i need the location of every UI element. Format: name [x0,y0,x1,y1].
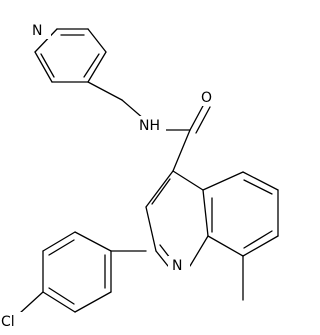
molecule-structure: N NH O N Cl [0,21,279,330]
pyridine-ring [34,28,107,83]
amide-linker [87,81,211,172]
bond [189,235,209,267]
bond [155,250,169,267]
label-backing [168,256,190,274]
double-bond [243,179,273,195]
label-backing [136,116,166,134]
label-backing [29,21,51,39]
bond [42,231,76,252]
chlorophenyl-ring [19,231,147,314]
carbonyl-oxygen-label: O [201,90,212,106]
bond [87,81,123,101]
bond [19,291,44,314]
bond [121,99,145,120]
bond [74,231,112,252]
double-bond [195,106,211,134]
bond [145,206,157,252]
label-backing [0,312,26,330]
bond [74,291,112,313]
quinoline-pyridine-ring [145,170,209,267]
bond [242,235,279,257]
bond [87,51,107,83]
label-backing [199,88,217,106]
quinoline-nitrogen-label: N [172,258,182,274]
pyridine-nitrogen-label: N [32,23,42,39]
bond [172,170,204,191]
bond [207,235,244,257]
double-bond [48,287,75,305]
bond [202,171,244,191]
double-bond [151,178,171,205]
bond [202,189,209,237]
double-bond [40,53,55,78]
bond [34,28,58,53]
bond [242,171,279,191]
amide-nh-label: NH [139,118,160,134]
bond [87,28,107,53]
bond [145,170,174,208]
double-bond [243,230,273,249]
atom-labels: N NH O N Cl [0,21,217,330]
double-bond [159,244,171,259]
bond [34,51,53,83]
bond [172,129,191,172]
double-bond [189,103,205,131]
quinoline-benzo-ring [202,171,279,301]
bond [42,291,76,313]
double-bond [48,239,75,256]
double-bond [83,53,100,78]
chlorine-label: Cl [1,314,15,330]
